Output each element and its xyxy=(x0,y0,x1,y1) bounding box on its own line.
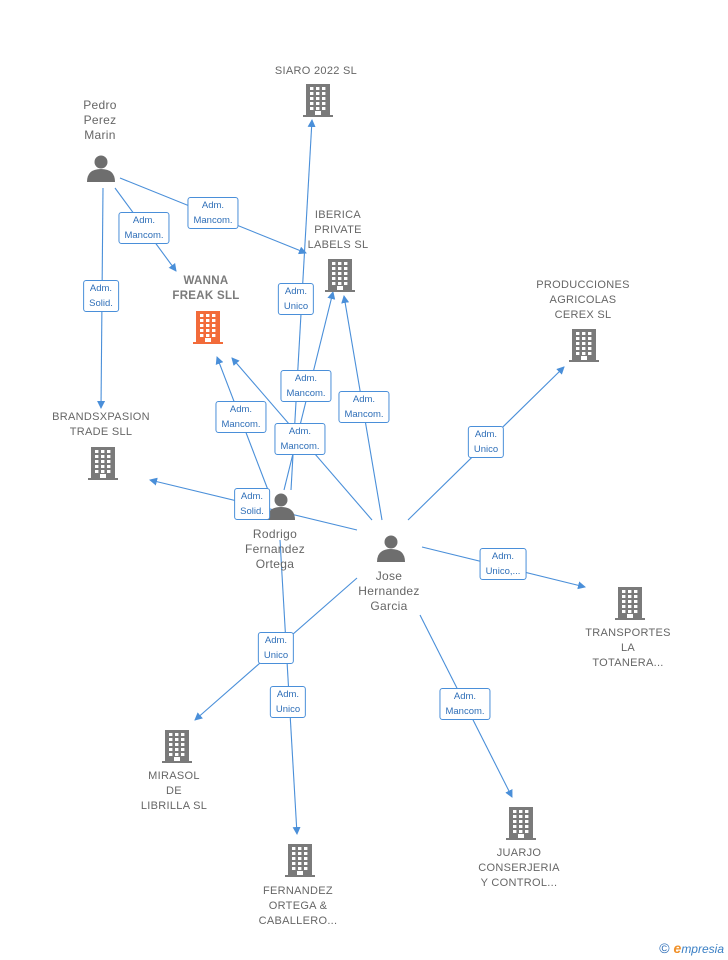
edge-label-pedro-to-iberica[interactable]: Adm. Mancom. xyxy=(187,197,239,229)
node-label-fernandez[interactable]: FERNANDEZ ORTEGA & CABALLERO... xyxy=(258,885,338,927)
siaro-building-icon[interactable] xyxy=(303,84,333,117)
node-label-iberica[interactable]: IBERICA PRIVATE LABELS SL xyxy=(307,209,369,251)
icons-layer xyxy=(87,84,645,877)
edge-label-pedro-to-wanna[interactable]: Adm. Mancom. xyxy=(118,212,170,244)
edge-label-jose-to-mirasol[interactable]: Adm. Unico xyxy=(257,632,295,664)
edge-label-jose-to-transportes[interactable]: Adm. Unico,... xyxy=(479,548,527,580)
juarjo-building-icon[interactable] xyxy=(506,807,536,840)
node-label-juarjo[interactable]: JUARJO CONSERJERIA Y CONTROL... xyxy=(478,847,560,889)
node-label-producciones[interactable]: PRODUCCIONES AGRICOLAS CEREX SL xyxy=(536,279,630,321)
edge-label-rodrigo-to-iberica[interactable]: Adm. Mancom. xyxy=(280,370,332,402)
node-label-rodrigo[interactable]: Rodrigo Fernandez Ortega xyxy=(244,527,306,571)
rodrigo-person-icon[interactable] xyxy=(267,493,295,521)
brand-footer: © empresia xyxy=(659,940,724,956)
edge-label-jose-to-wanna[interactable]: Adm. Mancom. xyxy=(274,423,326,455)
transportes-building-icon[interactable] xyxy=(615,587,645,620)
edge-label-jose-to-producciones[interactable]: Adm. Unico xyxy=(467,426,505,458)
wanna-building-icon[interactable] xyxy=(193,311,223,344)
brand-logo-text: mpresia xyxy=(681,942,724,956)
producciones-building-icon[interactable] xyxy=(569,329,599,362)
copyright-symbol: © xyxy=(659,940,670,956)
brands-building-icon[interactable] xyxy=(88,447,118,480)
edge-label-rodrigo-to-siaro[interactable]: Adm. Unico xyxy=(277,283,315,315)
node-label-jose[interactable]: Jose Hernandez Garcia xyxy=(358,569,420,613)
edge-label-jose-to-juarjo[interactable]: Adm. Mancom. xyxy=(439,688,491,720)
node-label-siaro[interactable]: SIARO 2022 SL xyxy=(274,65,358,77)
node-label-mirasol[interactable]: MIRASOL DE LIBRILLA SL xyxy=(140,770,208,812)
jose-person-icon[interactable] xyxy=(377,535,405,563)
mirasol-building-icon[interactable] xyxy=(162,730,192,763)
brand-logo-initial: e xyxy=(673,940,682,956)
iberica-building-icon[interactable] xyxy=(325,259,355,292)
fernandez-building-icon[interactable] xyxy=(285,844,315,877)
edge-label-jose-to-brands[interactable]: Adm. Solid. xyxy=(234,488,270,520)
node-label-pedro[interactable]: Pedro Perez Marin xyxy=(83,98,117,142)
node-label-wanna[interactable]: WANNA FREAK SLL xyxy=(172,275,240,302)
node-label-brands[interactable]: BRANDSXPASION TRADE SLL xyxy=(52,411,150,438)
edge-label-pedro-to-brands[interactable]: Adm. Solid. xyxy=(83,280,119,312)
edge-label-rodrigo-to-fernandez[interactable]: Adm. Unico xyxy=(269,686,307,718)
edge-label-jose-to-iberica[interactable]: Adm. Mancom. xyxy=(338,391,390,423)
node-label-transportes[interactable]: TRANSPORTES LA TOTANERA... xyxy=(585,627,671,669)
pedro-person-icon[interactable] xyxy=(87,155,115,183)
edge-label-rodrigo-to-wanna[interactable]: Adm. Mancom. xyxy=(215,401,267,433)
